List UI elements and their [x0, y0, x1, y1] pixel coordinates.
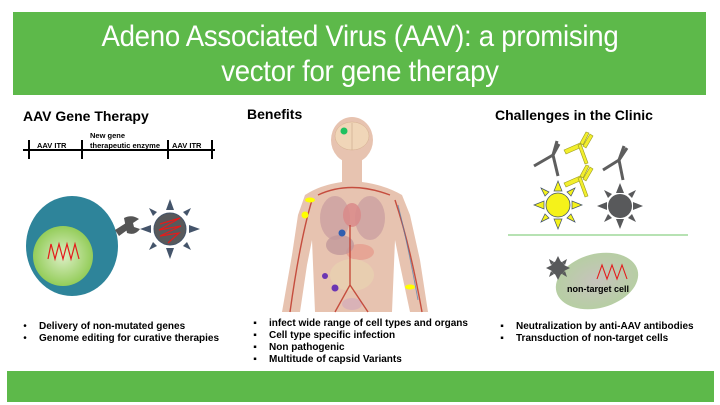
bullet-marker: ▪: [253, 318, 257, 329]
footer-bar: [7, 371, 714, 402]
right-bullet-list: ▪ Neutralization by anti-AAV antibodies ▪…: [495, 321, 694, 345]
left-bullet-list: • Delivery of non-mutated genes • Genome e…: [18, 321, 219, 345]
construct-itr-left: AAV ITR: [37, 141, 67, 150]
title-line-1: Adeno Associated Virus (AAV): a promisin…: [101, 19, 618, 53]
list-item: ▪ Multitude of capsid Variants: [248, 354, 468, 366]
bullet-marker: ▪: [500, 333, 504, 344]
list-item: ▪ infect wide range of cell types and org…: [248, 318, 468, 330]
bullet-text: Delivery of non-mutated genes: [39, 321, 186, 332]
bullet-marker: •: [23, 333, 27, 344]
bullet-text: Genome editing for curative therapies: [39, 333, 220, 344]
bullet-marker: •: [23, 321, 27, 332]
list-item: ▪ Non pathogenic: [248, 342, 468, 354]
bullet-text: infect wide range of cell types and orga…: [269, 318, 468, 329]
title-line-2: vector for gene therapy: [220, 54, 499, 88]
list-item: ▪ Cell type specific infection: [248, 330, 468, 342]
bullet-marker: ▪: [253, 330, 257, 341]
bullet-text: Multitude of capsid Variants: [269, 354, 402, 365]
non-target-cell-label: non-target cell: [567, 284, 630, 294]
right-panel-heading: Challenges in the Clinic: [495, 107, 653, 123]
list-item: ▪ Neutralization by anti-AAV antibodies: [495, 321, 694, 333]
title-banner: Adeno Associated Virus (AAV): a promisin…: [13, 12, 706, 95]
bullet-marker: ▪: [253, 342, 257, 353]
bullet-marker: ▪: [253, 354, 257, 365]
center-panel-heading: Benefits: [247, 106, 303, 122]
bullet-text: Neutralization by anti-AAV antibodies: [516, 321, 694, 332]
list-item: ▪ Transduction of non-target cells: [495, 333, 694, 345]
center-bullet-list: ▪ infect wide range of cell types and org…: [248, 318, 468, 366]
bullet-marker: ▪: [500, 321, 504, 332]
page-title: Adeno Associated Virus (AAV): a promisin…: [101, 19, 618, 89]
construct-gene-line2: therapeutic enzyme: [90, 141, 161, 150]
construct-itr-right: AAV ITR: [172, 141, 202, 150]
list-item: • Delivery of non-mutated genes: [18, 321, 219, 333]
bullet-text: Transduction of non-target cells: [516, 333, 669, 344]
list-item: • Genome editing for curative therapies: [18, 333, 219, 345]
bullet-text: Non pathogenic: [269, 342, 345, 353]
left-panel-heading: AAV Gene Therapy: [23, 108, 149, 124]
construct-gene-line1: New gene: [90, 131, 126, 140]
bullet-text: Cell type specific infection: [269, 330, 396, 341]
brain-marker-icon: [340, 127, 348, 135]
